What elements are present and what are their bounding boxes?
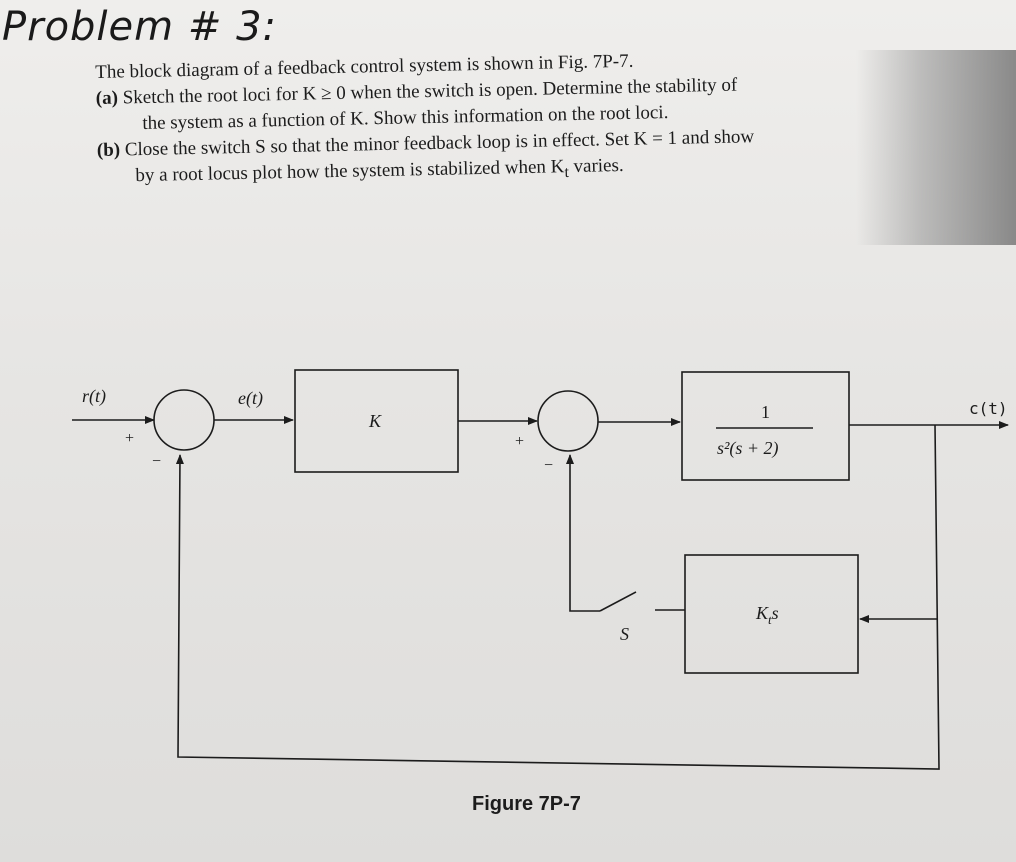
summing-junction-1 [153,389,215,451]
output-label: c(t) [969,399,1008,418]
page-shadow [856,50,1016,245]
sum2-plus-sign: + [515,433,524,450]
summing-junction-2 [537,390,599,452]
main-feedback-path [175,424,940,770]
switch-s[interactable] [599,591,637,612]
figure-caption: Figure 7P-7 [472,793,581,815]
input-label: r(t) [82,386,106,407]
rate-gain-s: s [772,603,779,623]
switch-label: S [620,624,629,644]
gain-block-label: K [368,411,382,431]
minor-feedback-path [566,454,600,612]
rate-feedback-block [684,554,859,674]
rate-gain-subscript: t [768,612,772,627]
plant-denominator: s²(s + 2) [717,438,779,459]
rate-gain-k: K [755,603,769,623]
handwritten-heading: Problem # 3: [2,4,277,50]
plant-numerator: 1 [761,402,770,422]
sum1-plus-sign: + [125,430,134,447]
error-label: e(t) [238,388,263,409]
rate-feedback-label: Kts [755,603,779,627]
plant-block [681,371,850,481]
sum2-minus-sign: − [544,457,553,474]
sum1-minus-sign: − [152,453,161,470]
